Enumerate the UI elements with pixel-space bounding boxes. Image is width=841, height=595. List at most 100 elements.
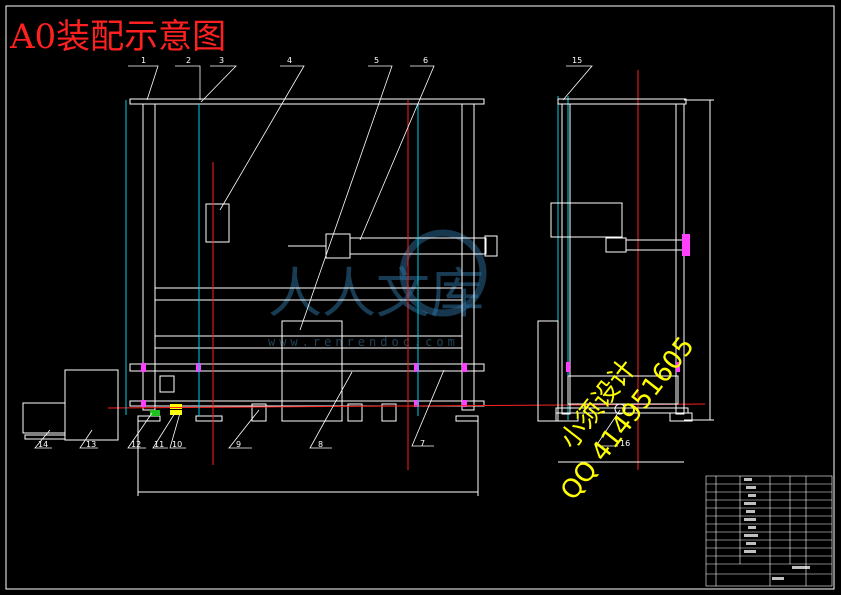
- drawing-border: [5, 5, 835, 590]
- monitor-base: [24, 434, 66, 440]
- pulley: [614, 403, 626, 415]
- accent: [676, 362, 680, 372]
- tb-cell: [748, 494, 756, 497]
- leader-14: [34, 429, 52, 449]
- foot: [381, 403, 397, 422]
- left-post: [142, 103, 156, 411]
- label-14: 14: [38, 440, 48, 449]
- small-bracket: [159, 375, 175, 393]
- tb-cell: [744, 534, 758, 537]
- side-foot: [669, 412, 693, 422]
- part-12: [150, 410, 160, 416]
- leader-2: [175, 65, 201, 100]
- accent: [462, 400, 467, 407]
- cylinder-bracket: [484, 235, 498, 257]
- leader-1: [128, 65, 159, 101]
- box-part-4: [205, 203, 230, 243]
- watermark-url: www.renrendoc.com: [268, 335, 459, 349]
- accent: [566, 362, 570, 372]
- side-box: [550, 202, 623, 238]
- label-12: 12: [131, 440, 141, 449]
- leader-11: [152, 412, 176, 449]
- side-foot: [555, 412, 579, 422]
- side-platform: [567, 375, 679, 405]
- part-10: [170, 404, 182, 409]
- tb-cell: [748, 526, 756, 529]
- foot: [251, 403, 267, 422]
- side-cylinder-end: [605, 237, 627, 253]
- leader-16: [595, 409, 621, 447]
- tb-cell: [744, 502, 756, 505]
- side-cylinder: [625, 239, 685, 251]
- accent: [141, 363, 146, 372]
- accent: [414, 363, 419, 372]
- leader-10: [169, 412, 186, 449]
- leader-8: [309, 371, 353, 449]
- label-3: 3: [219, 56, 224, 65]
- label-10: 10: [172, 440, 182, 449]
- foot: [347, 403, 363, 422]
- leader-4: [219, 65, 305, 211]
- label-15: 15: [572, 56, 582, 65]
- label-11: 11: [154, 440, 164, 449]
- side-column: [537, 320, 559, 422]
- centerlines: [107, 70, 706, 470]
- leader-13: [79, 429, 98, 449]
- side-base: [555, 407, 689, 414]
- accent: [462, 363, 467, 372]
- title-block-frame: [705, 475, 833, 587]
- base-rail: [129, 400, 485, 407]
- monitor: [22, 402, 66, 434]
- watermark-logo-ring: [399, 229, 487, 317]
- leader-3: [200, 65, 237, 103]
- leader-9: [228, 409, 260, 449]
- foot: [137, 415, 161, 422]
- label-1: 1: [141, 56, 146, 65]
- tb-cell: [746, 510, 755, 513]
- part-labels: 1 2 3 4 5 6 7 8 9 10 11 12 13 14 15 16: [38, 56, 630, 449]
- accent: [141, 400, 146, 407]
- side-left-post: [561, 103, 571, 415]
- accent: [414, 400, 419, 407]
- label-6: 6: [423, 56, 428, 65]
- leader-15: [562, 65, 593, 101]
- control-units: [22, 369, 119, 441]
- label-7: 7: [420, 439, 425, 448]
- right-post: [461, 103, 475, 411]
- leader-5: [299, 65, 393, 331]
- side-view: [537, 98, 714, 463]
- tb-cell: [744, 478, 752, 481]
- label-13: 13: [86, 440, 96, 449]
- watermark-text: 人人文库: [268, 262, 484, 325]
- label-9: 9: [236, 440, 241, 449]
- side-top-rail: [557, 98, 687, 105]
- tb-cell: [744, 518, 756, 521]
- lower-platform: [129, 363, 485, 372]
- tb-cell: [746, 542, 756, 545]
- top-rail: [129, 98, 485, 105]
- part-11: [170, 410, 182, 415]
- leader-6: [359, 65, 435, 241]
- drawing-title: A0装配示意图: [9, 17, 226, 57]
- side-right-post: [675, 103, 685, 415]
- tb-cell: [792, 566, 810, 569]
- small-parts-10-11: [150, 404, 182, 416]
- foot: [195, 415, 223, 422]
- label-4: 4: [287, 56, 292, 65]
- title-block-fill: [744, 478, 810, 580]
- tb-cell: [772, 577, 784, 580]
- label-16: 16: [620, 439, 630, 448]
- leader-lines: [34, 65, 621, 449]
- foot: [455, 415, 479, 422]
- accent: [682, 234, 690, 256]
- label-5: 5: [374, 56, 379, 65]
- control-cabinet: [64, 369, 119, 441]
- tb-cell: [744, 550, 756, 553]
- label-8: 8: [318, 440, 323, 449]
- side-accents: [566, 234, 690, 372]
- leader-12: [127, 412, 153, 449]
- centerline: [107, 403, 706, 409]
- tb-cell: [746, 486, 756, 489]
- front-view: [129, 98, 498, 496]
